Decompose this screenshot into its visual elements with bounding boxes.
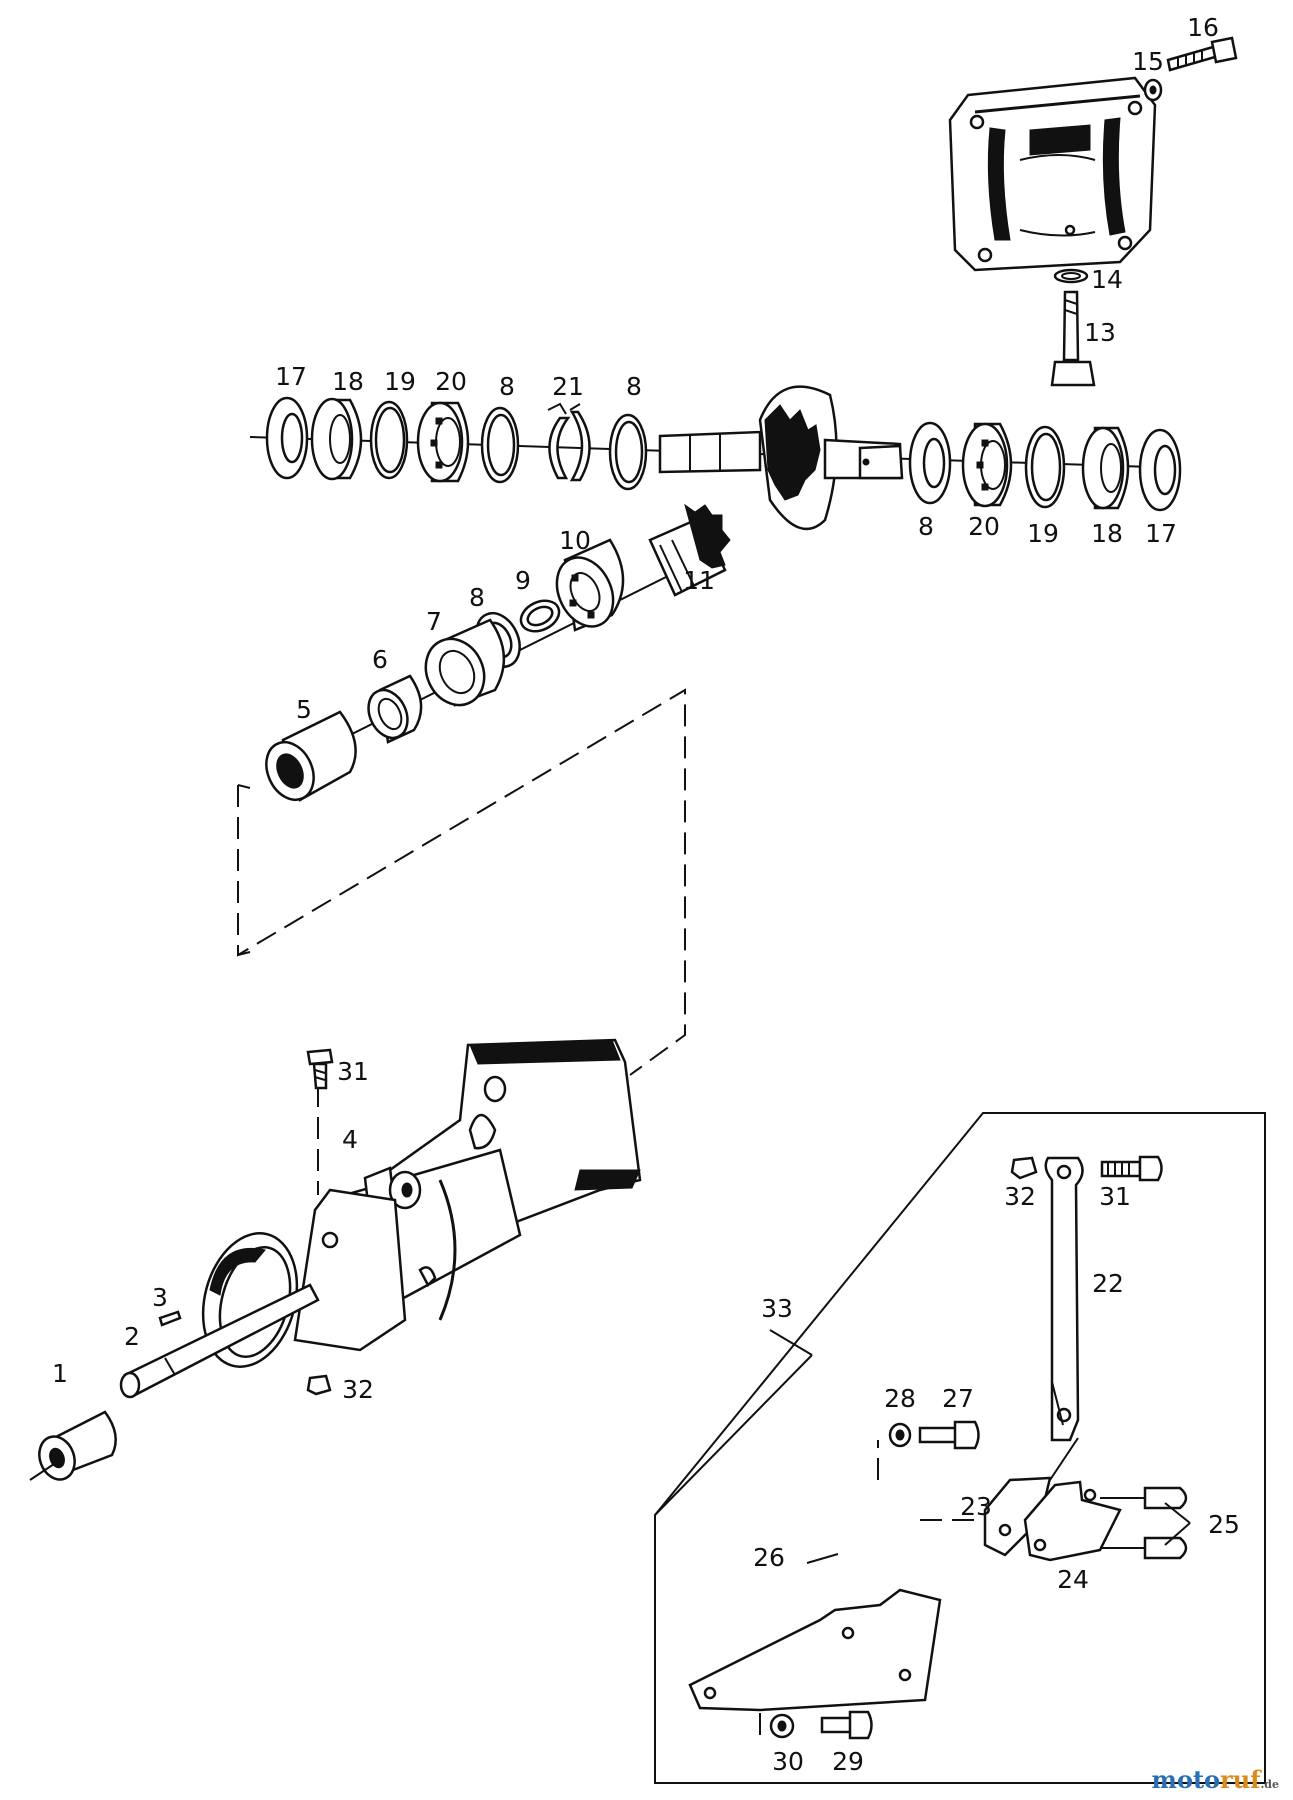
callout-20-right: 20 [968, 512, 1000, 541]
callout-17-left: 17 [275, 362, 307, 391]
ring-19-right [1024, 425, 1066, 509]
ring-19-left [369, 400, 409, 480]
washer-28 [888, 1422, 912, 1448]
callout-19-right: 19 [1027, 519, 1059, 548]
callout-25: 25 [1208, 1510, 1240, 1539]
callout-28: 28 [884, 1384, 916, 1413]
pinion-gear-11 [648, 503, 731, 597]
callout-15: 15 [1132, 47, 1164, 76]
watermark-suffix: .de [1260, 1778, 1279, 1791]
ring-8-right [908, 421, 952, 505]
callout-10: 10 [559, 526, 591, 555]
callout-31-bracket: 31 [1099, 1182, 1131, 1211]
callout-7: 7 [426, 607, 442, 636]
callout-11: 11 [683, 566, 715, 595]
callout-4: 4 [342, 1125, 358, 1154]
coupling-sleeve-5 [265, 710, 357, 802]
washer-17-right [1138, 428, 1182, 512]
gear-housing-cover [948, 76, 1157, 272]
dipstick-plug [1050, 290, 1096, 387]
callout-30: 30 [772, 1747, 804, 1776]
callout-27: 27 [942, 1384, 974, 1413]
bolt-27 [918, 1420, 980, 1450]
bearing-20-left [416, 401, 470, 483]
callout-33: 33 [761, 1294, 793, 1323]
differential-shaft-with-bevel-gear [658, 385, 904, 531]
bearing-cup-7 [424, 618, 506, 707]
callout-26: 26 [753, 1543, 785, 1572]
callout-3: 3 [152, 1283, 168, 1312]
callout-6: 6 [372, 645, 388, 674]
bracket-plates-23-24 [983, 1437, 1122, 1562]
callout-labels: 1 2 3 4 5 6 7 8 9 10 11 13 14 15 16 17 1… [52, 13, 1240, 1776]
bolt-29 [820, 1710, 873, 1740]
support-plate-26 [688, 1588, 942, 1712]
callout-16: 16 [1187, 13, 1219, 42]
callout-23: 23 [960, 1492, 992, 1521]
ring-8-b [608, 413, 648, 491]
callout-14: 14 [1091, 265, 1123, 294]
callout-9: 9 [515, 566, 531, 595]
circlip-21 [547, 402, 591, 482]
bracket-nut-32 [1010, 1156, 1038, 1180]
callout-24: 24 [1057, 1565, 1089, 1594]
callout-21: 21 [552, 372, 584, 401]
ring-9 [519, 599, 561, 633]
washer-17-left [265, 396, 309, 480]
callout-19-left: 19 [384, 367, 416, 396]
callout-5: 5 [296, 695, 312, 724]
callout-13: 13 [1084, 318, 1116, 347]
callout-32-housing: 32 [342, 1375, 374, 1404]
bracket-bolt-31 [1100, 1155, 1163, 1182]
housing-nut-32 [306, 1374, 332, 1396]
bearing-10 [555, 538, 625, 632]
callout-1: 1 [52, 1359, 68, 1388]
watermark-part-1: moto [1151, 1765, 1221, 1794]
callout-8-right: 8 [918, 512, 934, 541]
washer-30 [769, 1713, 795, 1739]
callout-32-bracket: 32 [1004, 1182, 1036, 1211]
callout-17-right: 17 [1145, 519, 1177, 548]
callout-8-pinion: 8 [469, 583, 485, 612]
callout-29: 29 [832, 1747, 864, 1776]
ring-8-a [480, 406, 520, 484]
callout-2: 2 [124, 1322, 140, 1351]
cover-bolt [1166, 36, 1238, 72]
drive-tube-housing [201, 1038, 642, 1368]
callout-8-a: 8 [499, 372, 515, 401]
pins-25 [1100, 1486, 1188, 1560]
housing-bolt-31 [306, 1048, 334, 1090]
bearing-20-right [961, 422, 1013, 508]
watermark-logo: motoruf.de [1152, 1765, 1279, 1794]
seal-18-right [1081, 426, 1130, 510]
link-arm-22 [1044, 1156, 1084, 1442]
cover-washer [1143, 78, 1163, 102]
callout-18-left: 18 [332, 367, 364, 396]
callout-22: 22 [1092, 1269, 1124, 1298]
bracket-kit-detail-box [654, 1112, 1266, 1784]
callout-31-housing: 31 [337, 1057, 369, 1086]
drive-shaft-2 [119, 1283, 320, 1399]
callout-18-right: 18 [1091, 519, 1123, 548]
callout-20-left: 20 [435, 367, 467, 396]
key-3 [158, 1310, 182, 1327]
seal-ring [1053, 268, 1089, 284]
bushing-6 [367, 674, 423, 744]
seal-18-left [310, 397, 363, 481]
leader-lines [654, 1329, 1191, 1564]
watermark-part-2: ruf [1220, 1765, 1261, 1794]
hub-1 [29, 1410, 117, 1481]
callout-8-b: 8 [626, 372, 642, 401]
